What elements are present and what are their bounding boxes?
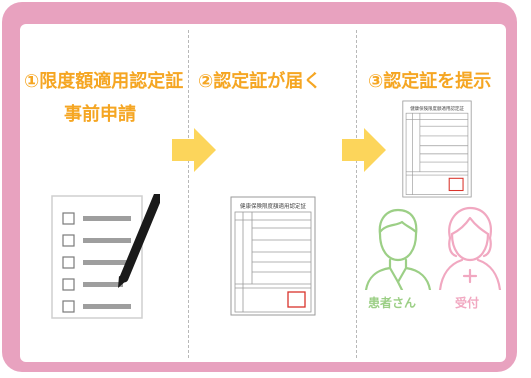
application-form-icon	[51, 194, 160, 319]
content-panel: ①限度額適用認定証 事前申請 ②認定証が届く ③認定証を提示	[20, 24, 506, 362]
arrow-right-icon-1	[172, 128, 216, 172]
patient-label: 患者さん	[368, 296, 417, 310]
step-3-title: ③認定証を提示	[368, 71, 492, 92]
step-1-subtitle: 事前申請	[64, 104, 136, 125]
certificate-small-header: 健康保険限度額適用認定証	[410, 105, 464, 112]
divider-1	[188, 30, 189, 358]
reception-staff-icon	[438, 206, 502, 290]
certificate-header: 健康保険限度額適用認定証	[240, 202, 307, 210]
divider-2	[356, 30, 357, 358]
certificate-small-icon: 健康保険限度額適用認定証	[402, 100, 472, 198]
outer-frame: ①限度額適用認定証 事前申請 ②認定証が届く ③認定証を提示	[2, 2, 517, 372]
reception-label: 受付	[455, 296, 480, 310]
arrow-right-icon-2	[342, 128, 386, 172]
patient-icon	[364, 208, 432, 290]
stamp-box	[287, 291, 306, 308]
step-2-title: ②認定証が届く	[198, 71, 322, 92]
certificate-document-icon: 健康保険限度額適用認定証	[230, 196, 316, 316]
step-1-title: ①限度額適用認定証	[24, 71, 184, 92]
